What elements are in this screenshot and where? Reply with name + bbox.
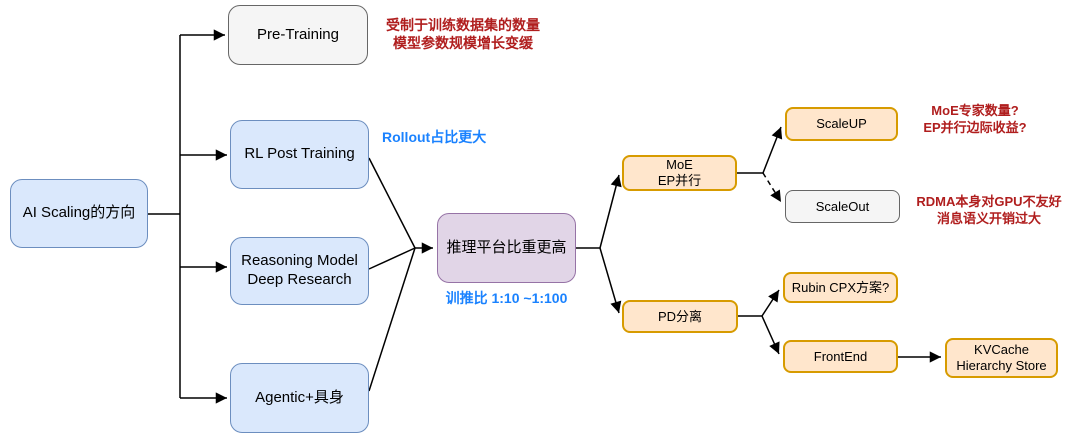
node-label: Deep Research xyxy=(247,271,352,288)
node-kvcache-store: KVCache Hierarchy Store xyxy=(945,338,1058,378)
node-scaleup: ScaleUP xyxy=(785,107,898,141)
annotation-line: MoE专家数量? xyxy=(931,103,1019,118)
edge-to-scaleout-dashed xyxy=(762,172,782,203)
node-moe-ep: MoE EP并行 xyxy=(622,155,737,191)
node-label: RL Post Training xyxy=(244,145,355,163)
node-label: Hierarchy Store xyxy=(956,358,1047,373)
node-inference-platform: 推理平台比重更高 xyxy=(437,213,576,283)
annotation-line: EP并行边际收益? xyxy=(923,119,1027,135)
annotation-train-infer-ratio: 训推比 1:10 ~1:100 xyxy=(437,289,576,307)
annotation-pretrain-limit: 受制于训练数据集的数量 模型参数规模增长变缓 xyxy=(375,16,551,52)
node-label: KVCache xyxy=(974,342,1029,358)
edge-rl-to-junction xyxy=(368,157,416,249)
node-rl-post-training: RL Post Training xyxy=(230,120,369,189)
node-ai-scaling-root: AI Scaling的方向 xyxy=(10,179,148,248)
node-label: ScaleOut xyxy=(815,198,870,214)
node-agentic: Agentic+具身 xyxy=(230,363,369,433)
node-reasoning-deep-research: Reasoning Model Deep Research xyxy=(230,237,369,305)
node-pre-training: Pre-Training xyxy=(228,5,368,65)
annotation-line: 消息语义开销过大 xyxy=(936,210,1041,226)
annotation-line: 受制于训练数据集的数量 xyxy=(386,17,540,33)
annotation-line: 模型参数规模增长变缓 xyxy=(393,35,533,52)
edge-to-pd xyxy=(599,247,622,314)
edge-agentic-to-junction xyxy=(368,247,416,392)
node-label: Reasoning Model xyxy=(241,252,358,270)
node-label: Agentic+具身 xyxy=(255,388,344,406)
annotation-line: Rollout占比更大 xyxy=(382,129,487,145)
annotation-line: RDMA本身对GPU不友好 xyxy=(916,194,1062,209)
node-label: Rubin CPX方案? xyxy=(791,279,890,295)
node-label: 推理平台比重更高 xyxy=(446,238,567,256)
node-frontend: FrontEnd xyxy=(783,340,898,373)
annotation-line: 训推比 1:10 ~1:100 xyxy=(445,290,568,306)
annotation-moe-questions: MoE专家数量? EP并行边际收益? xyxy=(910,103,1040,137)
annotation-rollout: Rollout占比更大 xyxy=(382,128,486,146)
node-label: MoE xyxy=(666,157,693,173)
edge-to-frontend xyxy=(761,315,780,355)
node-label: EP并行 xyxy=(657,173,702,188)
node-label: AI Scaling的方向 xyxy=(22,204,136,222)
node-rubin-cpx: Rubin CPX方案? xyxy=(783,272,898,303)
node-label: Pre-Training xyxy=(257,25,339,43)
node-label: PD分离 xyxy=(657,308,703,324)
node-label: ScaleUP xyxy=(816,116,867,132)
node-label: FrontEnd xyxy=(813,348,868,364)
edge-to-moe xyxy=(599,174,622,249)
edge-to-rubin xyxy=(761,289,780,317)
edge-to-scaleup xyxy=(762,126,783,174)
node-scaleout: ScaleOut xyxy=(785,190,900,223)
annotation-rdma-issue: RDMA本身对GPU不友好 消息语义开销过大 xyxy=(900,194,1078,228)
edge-reasoning-to-junction xyxy=(368,247,416,270)
node-pd-separation: PD分离 xyxy=(622,300,738,333)
